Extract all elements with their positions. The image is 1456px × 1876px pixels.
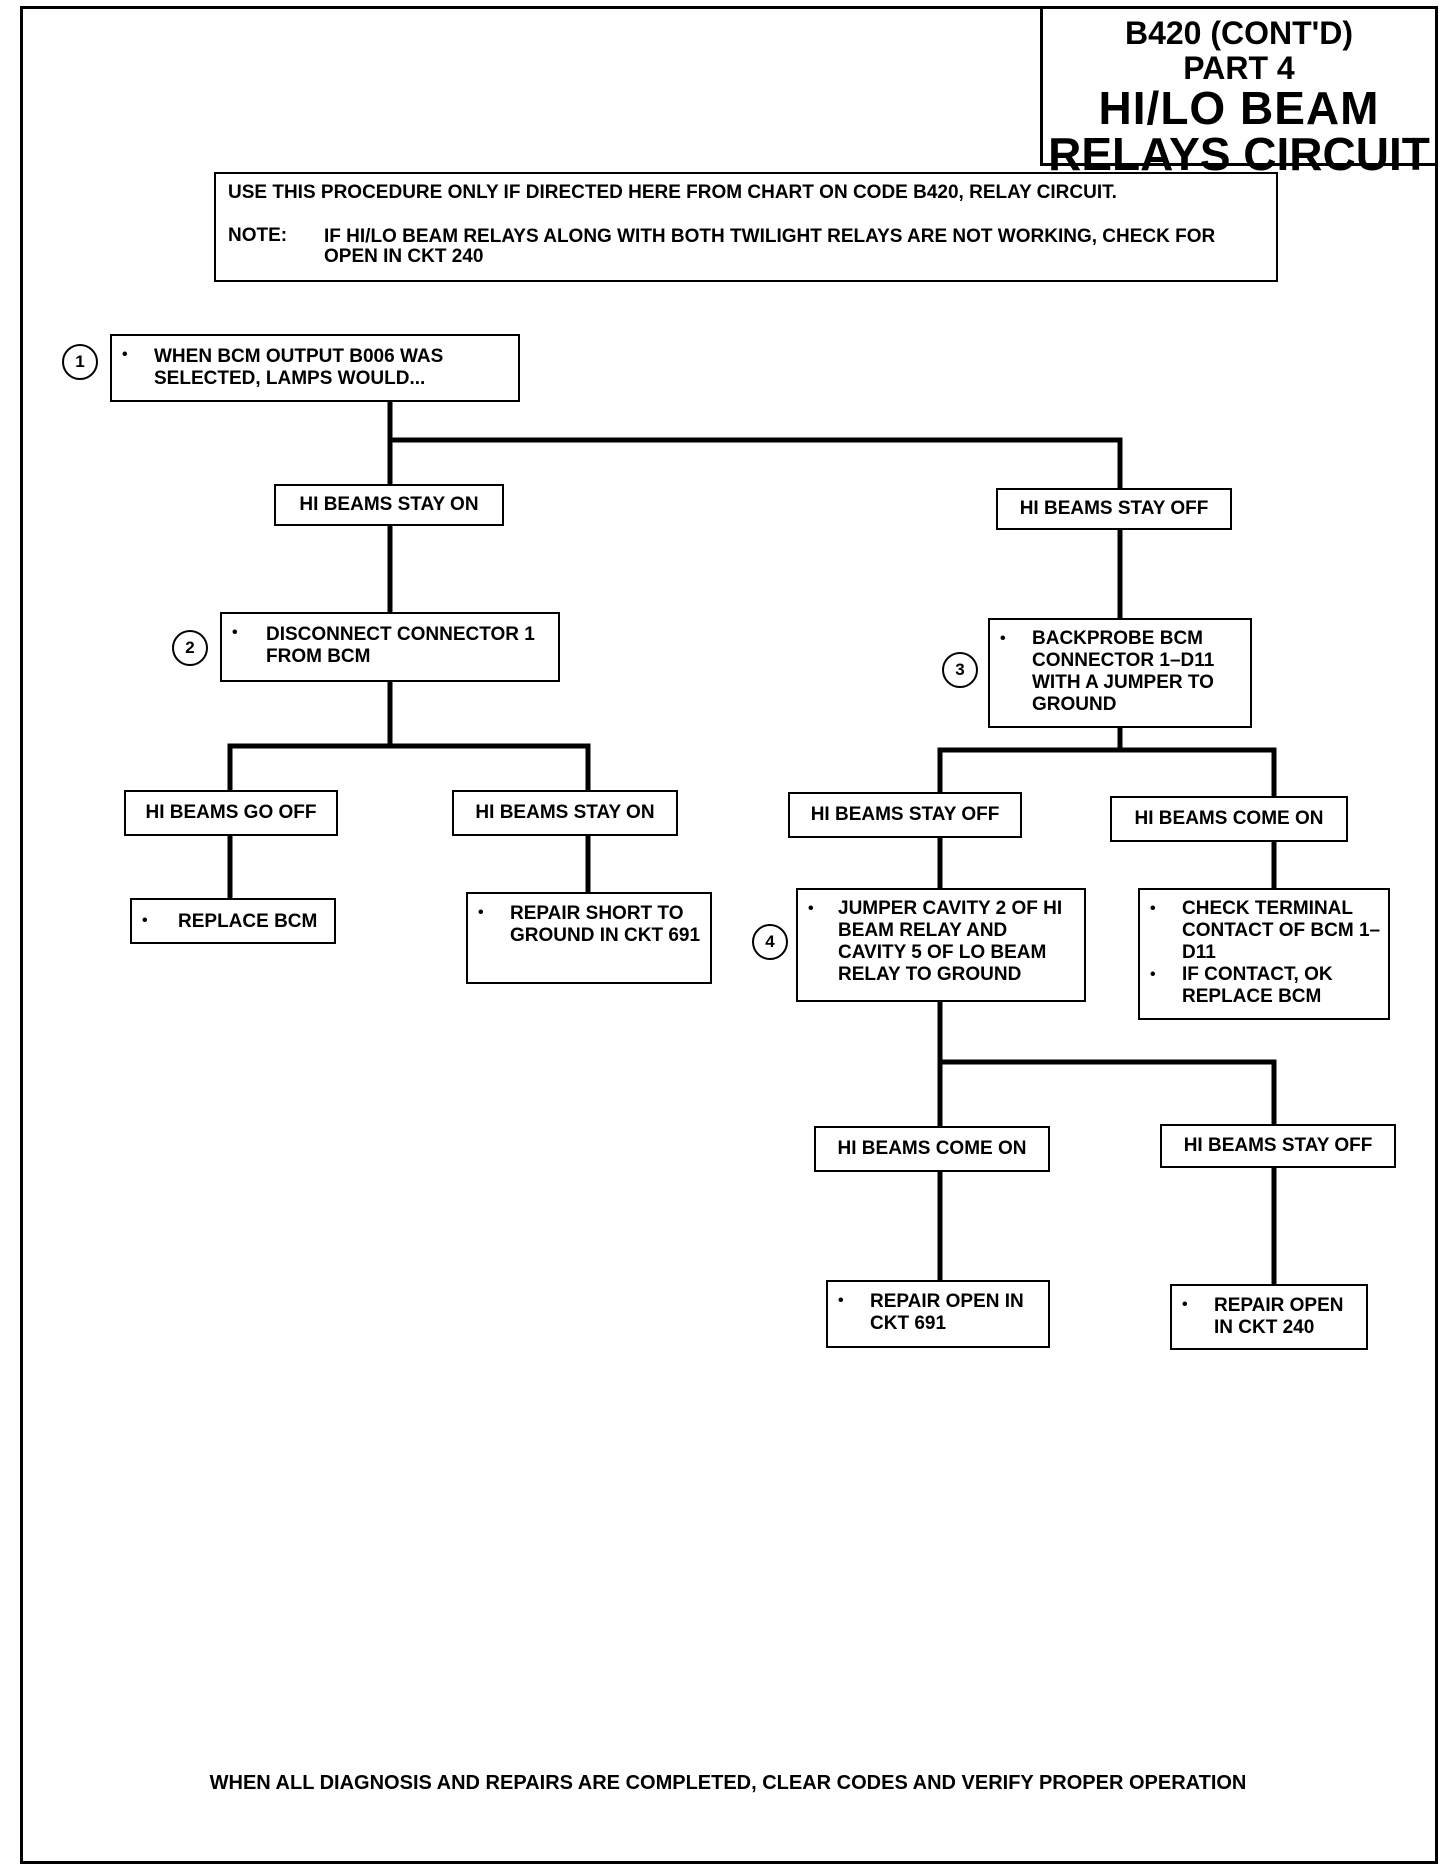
connector-s3-branches [937, 728, 1123, 792]
step-text-3: BACKPROBE BCM CONNECTOR 1–D11 WITH A JUM… [1032, 628, 1215, 715]
step-text-1: WHEN BCM OUTPUT B006 WAS SELECTED, LAMPS… [154, 346, 444, 389]
bullet: • [1182, 1296, 1188, 1313]
bullet: • [232, 624, 238, 641]
action-check-terminal: • CHECK TERMINAL CONTACT OF BCM 1–D11 • … [1138, 888, 1390, 1020]
title-sub: RELAYS CIRCUIT [1048, 128, 1430, 180]
connector-s3-right [1120, 747, 1277, 796]
action-replace-bcm: • REPLACE BCM [130, 898, 336, 944]
label-hi-beams-go-off: HI BEAMS GO OFF [124, 790, 338, 836]
bullet: • [122, 346, 128, 363]
step-text-2: DISCONNECT CONNECTOR 1 FROM BCM [266, 624, 535, 667]
action-text: IF CONTACT, OK REPLACE BCM [1182, 964, 1333, 1007]
intro-note-label: NOTE: [228, 225, 288, 246]
step-text-4: JUMPER CAVITY 2 OF HI BEAM RELAY AND CAV… [838, 898, 1063, 985]
bullet: • [1150, 966, 1156, 983]
step-box-1: • WHEN BCM OUTPUT B006 WAS SELECTED, LAM… [110, 334, 520, 402]
label-hi-beams-stay-off: HI BEAMS STAY OFF [996, 488, 1232, 530]
connector-s1-right [390, 437, 1123, 490]
action-text: REPAIR SHORT TO GROUND IN CKT 691 [510, 903, 701, 946]
title-main: HI/LO BEAM [1098, 82, 1380, 134]
label-hi-beams-come-on: HI BEAMS COME ON [1110, 796, 1348, 842]
action-repair-open-691: • REPAIR OPEN IN CKT 691 [826, 1280, 1050, 1348]
action-text: REPLACE BCM [178, 911, 318, 932]
page-border [20, 6, 1438, 1864]
step-number-4: 4 [752, 924, 788, 960]
intro-note-text: IF HI/LO BEAM RELAYS ALONG WITH BOTH TWI… [324, 226, 1216, 267]
step-box-3: • BACKPROBE BCM CONNECTOR 1–D11 WITH A J… [988, 618, 1252, 728]
step-number-2: 2 [172, 630, 208, 666]
title-part: PART 4 [1183, 50, 1295, 86]
label-hi-beams-come-on: HI BEAMS COME ON [814, 1126, 1050, 1172]
label-hi-beams-stay-off: HI BEAMS STAY OFF [788, 792, 1022, 838]
action-text: REPAIR OPEN IN CKT 240 [1214, 1295, 1344, 1338]
connector-s4-branches [937, 1002, 1277, 1128]
bullet: • [478, 904, 484, 921]
title-box: B420 (CONT'D) PART 4 HI/LO BEAM RELAYS C… [1040, 6, 1438, 177]
title-code: B420 (CONT'D) [1124, 15, 1354, 51]
action-text: CHECK TERMINAL CONTACT OF BCM 1–D11 [1182, 898, 1381, 963]
action-repair-open-240: • REPAIR OPEN IN CKT 240 [1170, 1284, 1368, 1350]
intro-box: USE THIS PROCEDURE ONLY IF DIRECTED HERE… [214, 172, 1278, 282]
bullet: • [838, 1292, 844, 1309]
bullet: • [1000, 630, 1006, 647]
intro-instruction: USE THIS PROCEDURE ONLY IF DIRECTED HERE… [228, 182, 1117, 203]
bullet: • [1150, 900, 1156, 917]
connector-s2-right [390, 743, 591, 790]
label-hi-beams-stay-off: HI BEAMS STAY OFF [1160, 1124, 1396, 1168]
action-text: REPAIR OPEN IN CKT 691 [870, 1291, 1024, 1334]
footer-instruction: WHEN ALL DIAGNOSIS AND REPAIRS ARE COMPL… [209, 1772, 1247, 1794]
step-number-3: 3 [942, 652, 978, 688]
connector-s2-branches [227, 682, 393, 790]
bullet: • [142, 912, 148, 929]
step-box-4: • JUMPER CAVITY 2 OF HI BEAM RELAY AND C… [796, 888, 1086, 1002]
label-hi-beams-stay-on: HI BEAMS STAY ON [452, 790, 678, 836]
step-number-1: 1 [62, 344, 98, 380]
bullet: • [808, 900, 814, 917]
action-repair-short: • REPAIR SHORT TO GROUND IN CKT 691 [466, 892, 712, 984]
label-hi-beams-stay-on: HI BEAMS STAY ON [274, 484, 504, 526]
step-box-2: • DISCONNECT CONNECTOR 1 FROM BCM [220, 612, 560, 682]
